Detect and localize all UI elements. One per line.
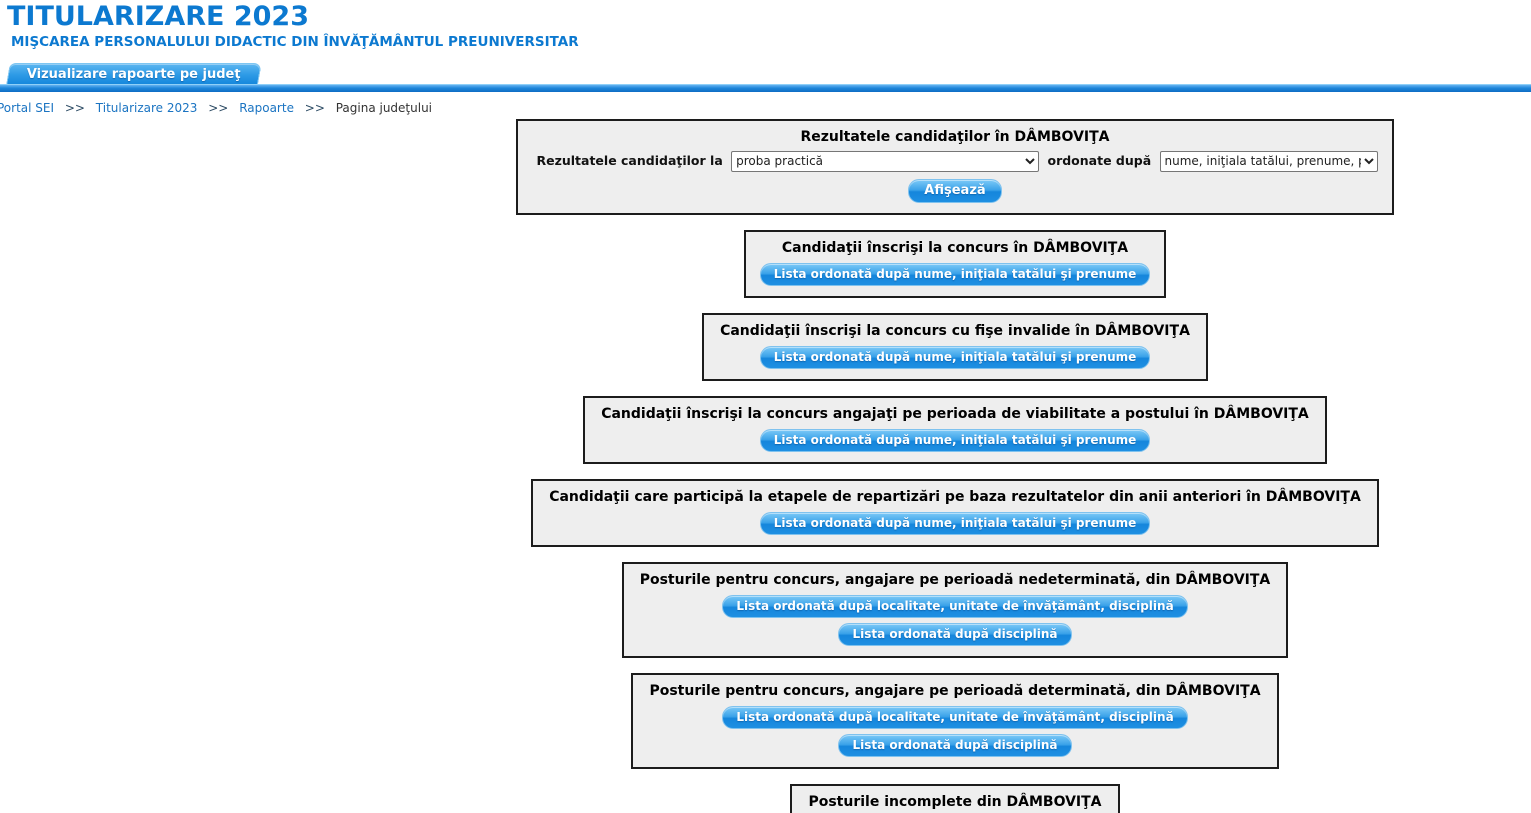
- section-title: Posturile pentru concurs, angajare pe pe…: [649, 682, 1261, 699]
- breadcrumb-link-titularizare[interactable]: Titularizare 2023: [95, 100, 198, 115]
- section-title: Posturile pentru concurs, angajare pe pe…: [639, 571, 1271, 588]
- repartizari-list-button[interactable]: Lista ordonată după nume, iniţiala tatăl…: [759, 511, 1151, 535]
- breadcrumb-separator: >>: [208, 100, 229, 115]
- results-type-select[interactable]: proba practică: [731, 150, 1040, 172]
- section-fise-invalide: Candidaţii înscrişi la concurs cu fişe i…: [702, 312, 1208, 381]
- section-posturi-determinata: Posturile pentru concurs, angajare pe pe…: [631, 672, 1279, 769]
- afiseaza-button[interactable]: Afişează: [908, 178, 1002, 203]
- posturi-determinata-localitate-button[interactable]: Lista ordonată după localitate, unitate …: [722, 705, 1188, 729]
- tab-strip: Vizualizare rapoarte pe judeţ: [0, 62, 1531, 84]
- section-title: Posturile incomplete din DÂMBOVIŢA: [808, 793, 1102, 810]
- results-box-title: Rezultatele candidaţilor în DÂMBOVIŢA: [800, 128, 1110, 145]
- breadcrumb-current-page: Pagina judeţului: [335, 100, 433, 115]
- section-posturi-nedeterminata: Posturile pentru concurs, angajare pe pe…: [621, 561, 1289, 658]
- results-controls: Rezultatele candidaţilor la proba practi…: [532, 149, 1378, 176]
- tab-vizualizare-rapoarte[interactable]: Vizualizare rapoarte pe judeţ: [6, 62, 262, 84]
- breadcrumb-link-portal-sei[interactable]: Portal SEI: [0, 100, 55, 115]
- section-repartizari-anii-anteriori: Candidaţii care participă la etapele de …: [531, 478, 1379, 547]
- header-divider-bar: [0, 83, 1531, 92]
- breadcrumb-separator: >>: [64, 100, 85, 115]
- section-posturi-incomplete: Posturile incomplete din DÂMBOVIŢA Lista…: [790, 783, 1120, 813]
- breadcrumb-link-rapoarte[interactable]: Rapoarte: [239, 100, 294, 115]
- breadcrumb: Portal SEI >> Titularizare 2023 >> Rapoa…: [0, 101, 1531, 115]
- section-title: Candidaţii înscrişi la concurs în DÂMBOV…: [781, 239, 1129, 256]
- section-title: Candidaţii înscrişi la concurs angajaţi …: [601, 405, 1309, 422]
- order-by-select[interactable]: nume, iniţiala tatălui, prenume, proba: [1159, 150, 1378, 172]
- order-by-label: ordonate după: [1047, 152, 1152, 168]
- section-candidati-inscrisi: Candidaţii înscrişi la concurs în DÂMBOV…: [743, 229, 1167, 298]
- candidati-inscrisi-list-button[interactable]: Lista ordonată după nume, iniţiala tatăl…: [759, 262, 1151, 286]
- posturi-determinata-disciplina-button[interactable]: Lista ordonată după disciplină: [838, 733, 1072, 757]
- posturi-nedeterminata-disciplina-button[interactable]: Lista ordonată după disciplină: [838, 622, 1072, 646]
- page-header: TITULARIZARE 2023 MIŞCAREA PERSONALULUI …: [0, 0, 1531, 50]
- viabilitate-list-button[interactable]: Lista ordonată după nume, iniţiala tatăl…: [759, 428, 1151, 452]
- section-title: Candidaţii înscrişi la concurs cu fişe i…: [720, 322, 1190, 339]
- section-viabilitate-post: Candidaţii înscrişi la concurs angajaţi …: [583, 395, 1327, 464]
- results-box: Rezultatele candidaţilor în DÂMBOVIŢA Re…: [516, 118, 1394, 215]
- posturi-nedeterminata-localitate-button[interactable]: Lista ordonată după localitate, unitate …: [722, 594, 1188, 618]
- results-type-label: Rezultatele candidaţilor la: [536, 152, 723, 168]
- section-title: Candidaţii care participă la etapele de …: [549, 488, 1361, 505]
- tab-label: Vizualizare rapoarte pe judeţ: [26, 66, 241, 82]
- page-title: TITULARIZARE 2023: [7, 1, 309, 32]
- breadcrumb-separator: >>: [304, 100, 325, 115]
- fise-invalide-list-button[interactable]: Lista ordonată după nume, iniţiala tatăl…: [759, 345, 1151, 369]
- page-subtitle: MIŞCAREA PERSONALULUI DIDACTIC DIN ÎNVĂŢ…: [11, 33, 579, 50]
- main-content: Rezultatele candidaţilor în DÂMBOVIŢA Re…: [0, 118, 1531, 813]
